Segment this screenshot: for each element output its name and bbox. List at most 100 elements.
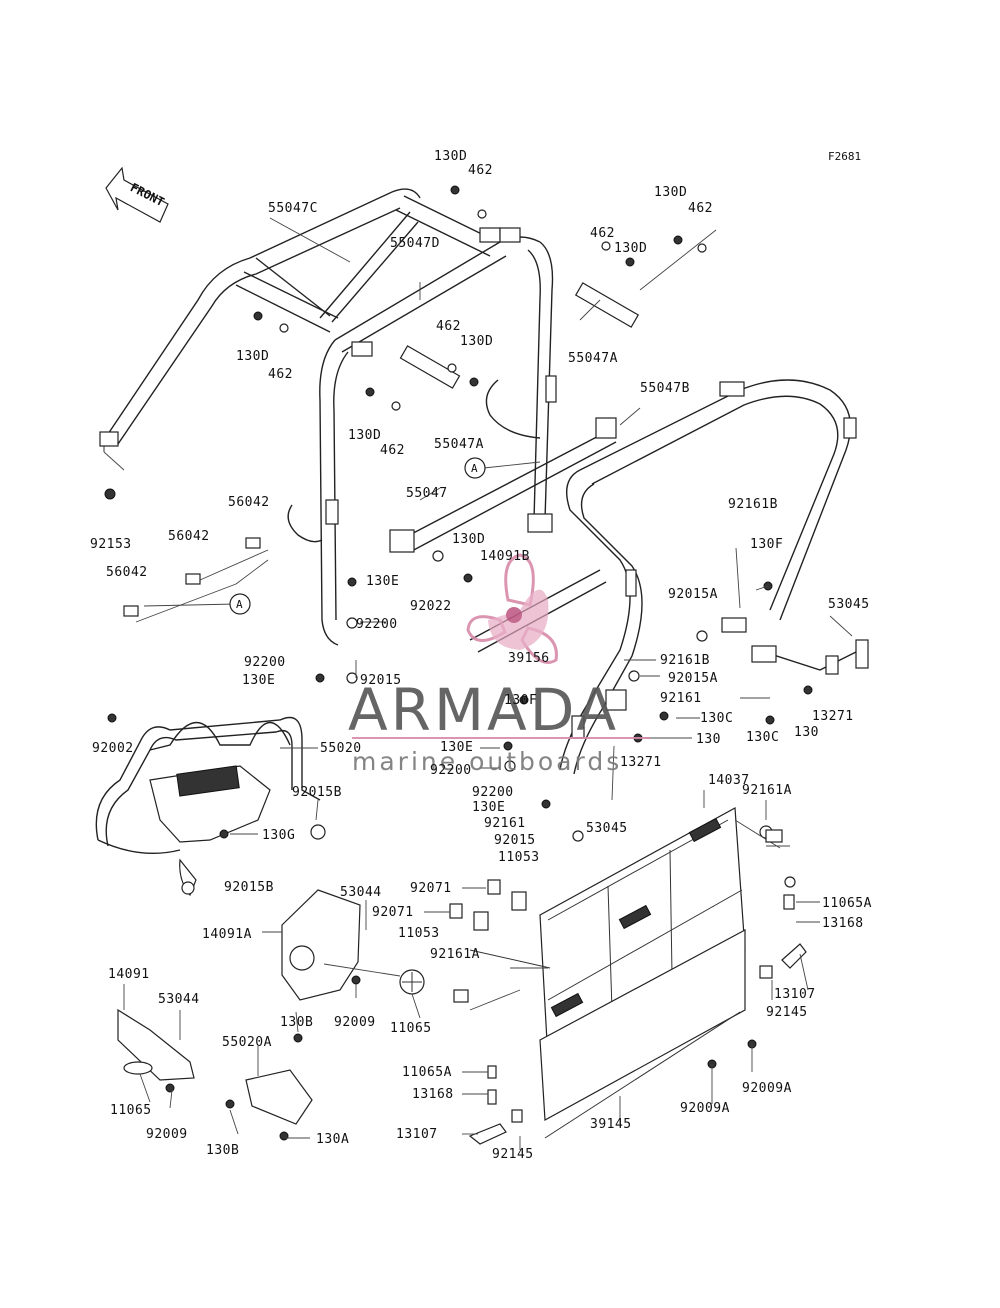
part-number-label: 92015: [360, 673, 402, 688]
label-92161a-b: [453, 989, 469, 1003]
part-number-label: 92009A: [680, 1101, 730, 1116]
part-number-label: 462: [688, 201, 713, 216]
part-number-label: 92009: [146, 1127, 188, 1142]
part-number-label: 14037: [708, 773, 750, 788]
part-number-label: 130A: [316, 1132, 349, 1147]
part-number-label: 92161: [660, 691, 702, 706]
part-number-label: 92200: [356, 617, 398, 632]
part-number-label: 14091: [108, 967, 150, 982]
part-number-label: 39156: [508, 651, 550, 666]
part-number-label: 130C: [746, 730, 779, 745]
part-number-label: 55020A: [222, 1035, 272, 1050]
part-number-label: 14091A: [202, 927, 252, 942]
part-number-label: 130D: [614, 241, 647, 256]
part-number-label: 92161B: [660, 653, 710, 668]
part-number-label: 55047A: [568, 351, 618, 366]
part-number-label: 130C: [700, 711, 733, 726]
part-number-label: 11053: [398, 926, 440, 941]
callout-a-bottom: A: [229, 593, 251, 615]
part-number-label: 53044: [158, 992, 200, 1007]
part-number-label: 130B: [206, 1143, 239, 1158]
part-number-label: 92200: [430, 763, 472, 778]
roll-cage-frame: [99, 188, 869, 775]
part-number-label: 11065A: [822, 896, 872, 911]
part-number-label: 55047C: [268, 201, 318, 216]
part-number-label: 92161A: [742, 783, 792, 798]
part-number-label: 92200: [244, 655, 286, 670]
part-number-label: 92002: [92, 741, 134, 756]
part-number-label: 13168: [412, 1087, 454, 1102]
part-number-label: 130D: [452, 532, 485, 547]
part-number-label: 11065: [110, 1103, 152, 1118]
part-number-label: 92009: [334, 1015, 376, 1030]
part-number-label: 130: [696, 732, 721, 747]
leader-lines: [103, 217, 853, 1150]
part-number-label: 53045: [828, 597, 870, 612]
svg-text:A: A: [471, 462, 478, 475]
part-number-label: 92015: [494, 833, 536, 848]
part-number-label: 11053: [498, 850, 540, 865]
part-number-label: 55020: [320, 741, 362, 756]
part-number-labels: 130D462130D462462130D55047C55047D462130D…: [90, 149, 872, 1162]
part-number-label: 53044: [340, 885, 382, 900]
part-number-label: 39145: [590, 1117, 632, 1132]
part-number-label: 130E: [472, 800, 505, 815]
part-number-label: 55047: [406, 486, 448, 501]
part-number-label: 130D: [654, 185, 687, 200]
part-number-label: 130D: [434, 149, 467, 164]
part-number-label: 53045: [586, 821, 628, 836]
part-number-label: 56042: [106, 565, 148, 580]
part-number-label: 11065A: [402, 1065, 452, 1080]
part-number-label: 13168: [822, 916, 864, 931]
label-56042-b: [185, 573, 201, 585]
part-number-label: 130: [794, 725, 819, 740]
part-number-label: 130D: [460, 334, 493, 349]
rear-gate: [469, 807, 746, 1139]
label-56042-c: [123, 605, 139, 617]
part-number-label: 92015B: [224, 880, 274, 895]
part-number-label: 92015A: [668, 671, 718, 686]
label-92161a: [765, 829, 783, 843]
part-number-label: 13107: [774, 987, 816, 1002]
part-number-label: 462: [590, 226, 615, 241]
part-number-label: 130E: [440, 740, 473, 755]
armada-watermark: ARMADA marine outboards: [348, 553, 650, 776]
part-number-label: 13271: [620, 755, 662, 770]
part-number-label: 92153: [90, 537, 132, 552]
part-number-label: 92145: [492, 1147, 534, 1162]
part-number-label: 130D: [348, 428, 381, 443]
part-number-label: 130F: [504, 693, 537, 708]
part-number-label: 13107: [396, 1127, 438, 1142]
callout-a-top: A: [464, 457, 486, 479]
part-number-label: 462: [380, 443, 405, 458]
watermark-sub: marine outboards: [352, 747, 622, 776]
part-number-label: 462: [268, 367, 293, 382]
part-number-label: 462: [436, 319, 461, 334]
watermark-brand: ARMADA: [348, 676, 619, 744]
front-bumper: [95, 716, 326, 897]
part-number-label: 130G: [262, 828, 295, 843]
part-number-label: 13271: [812, 709, 854, 724]
part-number-label: 92145: [766, 1005, 808, 1020]
part-number-label: 55047A: [434, 437, 484, 452]
part-number-label: 11065: [390, 1021, 432, 1036]
part-number-label: 55047B: [640, 381, 690, 396]
front-direction-icon: FRONT: [105, 166, 169, 223]
part-number-label: 462: [468, 163, 493, 178]
part-number-label: 92161: [484, 816, 526, 831]
part-number-label: 92161B: [728, 497, 778, 512]
part-number-label: 92071: [410, 881, 452, 896]
small-hardware: [104, 185, 813, 1145]
label-56042-a: [245, 537, 261, 549]
part-number-label: 92009A: [742, 1081, 792, 1096]
part-number-label: 55047D: [390, 236, 440, 251]
part-number-label: 92022: [410, 599, 452, 614]
part-number-label: 56042: [228, 495, 270, 510]
figure-code: F2681: [828, 150, 861, 163]
part-number-label: 56042: [168, 529, 210, 544]
part-number-label: 130F: [750, 537, 783, 552]
part-number-label: 130B: [280, 1015, 313, 1030]
part-number-label: 92161A: [430, 947, 480, 962]
